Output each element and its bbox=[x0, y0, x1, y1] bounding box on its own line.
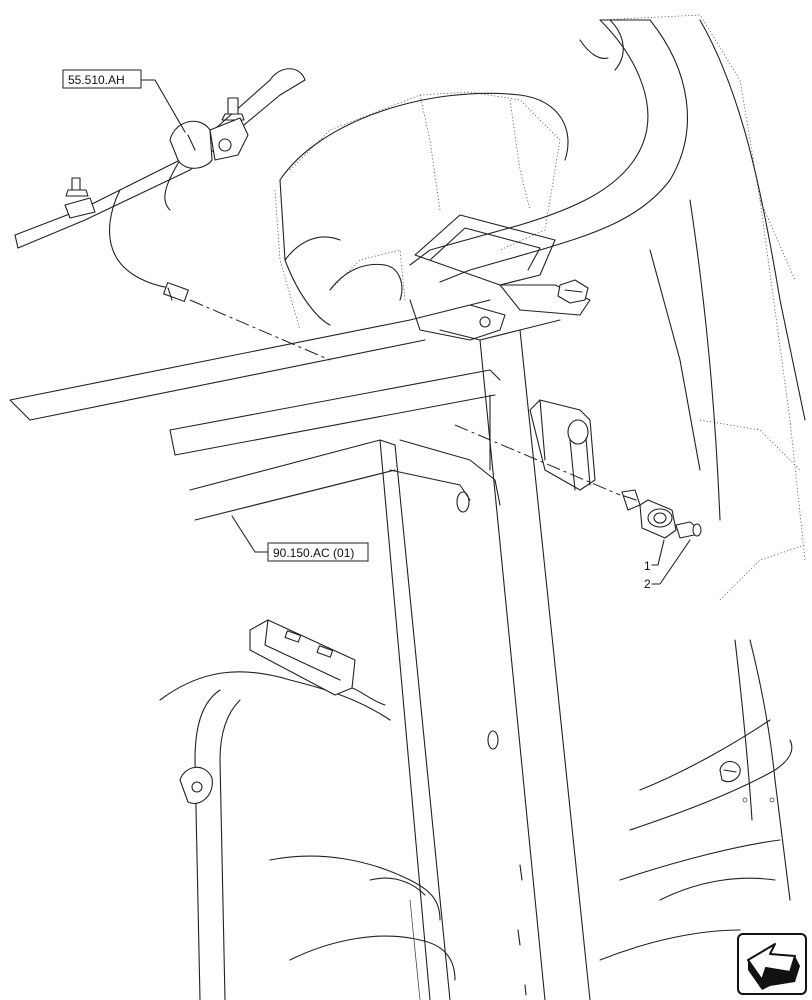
callout-number: 1 bbox=[644, 559, 651, 573]
callout-1: 1 bbox=[644, 539, 665, 573]
reference-label-55-510-ah[interactable]: 55.510.AH bbox=[62, 69, 186, 133]
reference-label-90-150-ac[interactable]: 90.150.AC (01) bbox=[231, 515, 369, 562]
roll-bar bbox=[409, 19, 806, 521]
seat-shell bbox=[279, 92, 569, 326]
callout-2: 2 bbox=[644, 539, 691, 591]
callout-number: 2 bbox=[644, 577, 651, 591]
cross-beam bbox=[9, 299, 501, 521]
switch-panel bbox=[249, 619, 386, 706]
vertical-post bbox=[379, 319, 591, 1000]
view-direction-arrow-icon[interactable] bbox=[737, 933, 807, 995]
mounting-bracket bbox=[409, 214, 591, 341]
console-bottom-right bbox=[599, 639, 793, 961]
cab-background-outline bbox=[274, 14, 806, 601]
assembly-lines bbox=[189, 299, 621, 496]
reference-text: 55.510.AH bbox=[68, 73, 125, 87]
part-2-screw bbox=[675, 521, 702, 539]
wire-harness bbox=[14, 68, 306, 302]
lower-panel bbox=[159, 671, 456, 1000]
hinge-bracket bbox=[529, 399, 596, 491]
part-1-switch bbox=[621, 489, 677, 539]
reference-text: 90.150.AC (01) bbox=[273, 546, 354, 560]
